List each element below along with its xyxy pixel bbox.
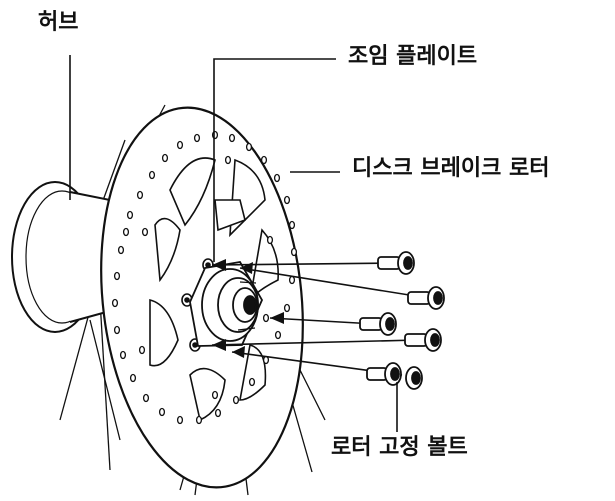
rotor-bolt: [407, 286, 445, 310]
rotor-bolt: [366, 362, 402, 386]
lock-plate: [189, 261, 264, 347]
rotor-bolt: [404, 328, 442, 352]
bolt-arrows: [211, 262, 429, 376]
rotor-bolts: [359, 251, 445, 390]
rotor-bolt: [405, 366, 423, 390]
lock-plate-label: 조임 플레이트: [348, 44, 478, 69]
rotor-bolt: [377, 251, 415, 275]
leader-lines: [69, 55, 398, 432]
rotor-bolts-label: 로터 고정 볼트: [331, 435, 468, 460]
arrow-heads: [212, 259, 284, 358]
rotor-bolt: [359, 312, 397, 336]
hub-label: 허브: [38, 10, 79, 35]
disc-rotor-label: 디스크 브레이크 로터: [352, 156, 550, 181]
